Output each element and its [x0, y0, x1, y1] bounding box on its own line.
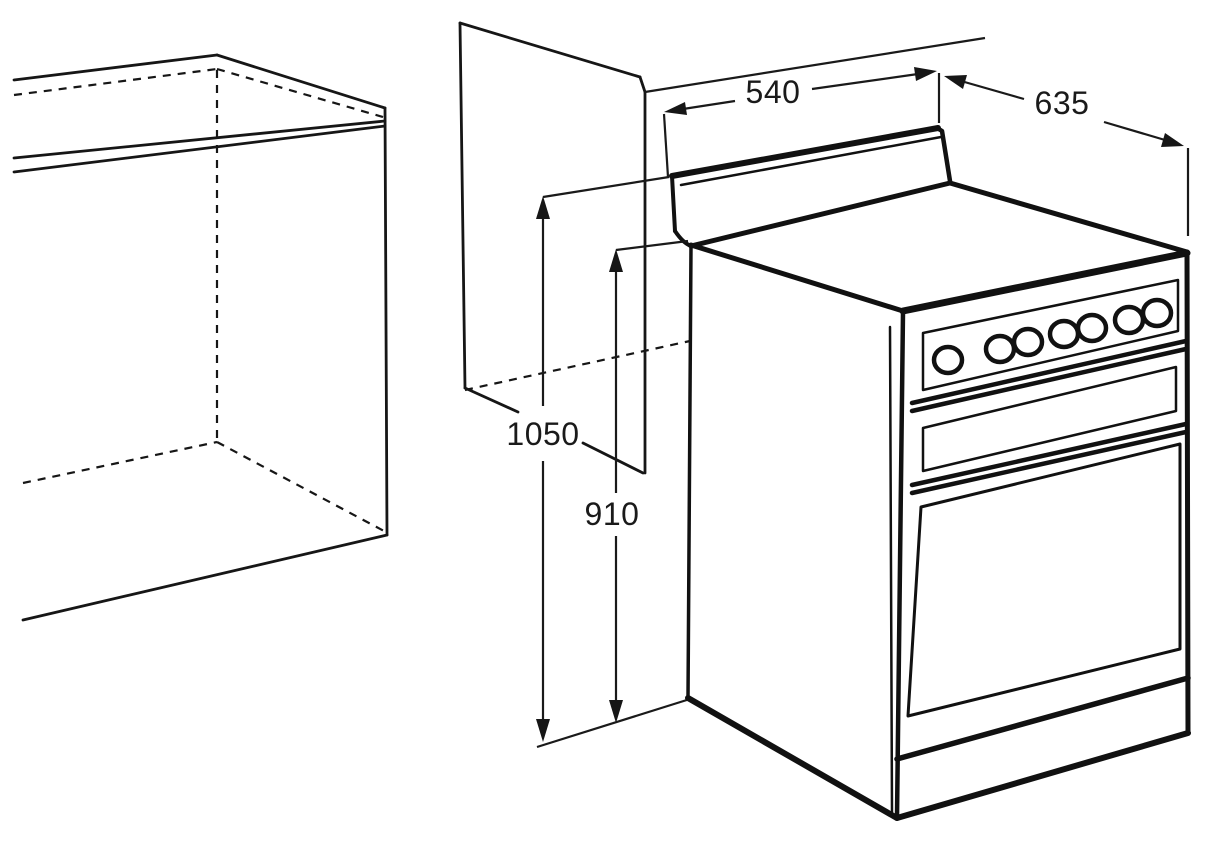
- dim-label-910: 910: [585, 496, 640, 532]
- arrowhead-down-icon: [609, 700, 623, 723]
- hob-back-edge: [688, 180, 953, 249]
- dim-label-1050: 1050: [506, 416, 579, 452]
- dim-line: [682, 99, 736, 111]
- control-panel-bottom-line: [909, 338, 1189, 406]
- front-right-edge: [1184, 250, 1191, 736]
- control-knob: [1112, 304, 1146, 336]
- front-bottom-edge: [894, 730, 1191, 821]
- control-knob: [931, 344, 965, 376]
- hidden-floor-right-edge: [216, 441, 385, 532]
- control-knob: [1140, 297, 1174, 329]
- side-panel: [458, 21, 691, 475]
- arrowhead-left-icon: [664, 102, 687, 115]
- oven-door-outline: [906, 442, 1182, 718]
- dimension-depth-635: 635: [944, 75, 1190, 236]
- hidden-back-left-edge: [13, 67, 218, 97]
- side-panel-bottom-edge-a: [463, 386, 520, 414]
- dim-label-540: 540: [746, 74, 801, 110]
- grill-bottom-line: [909, 421, 1189, 488]
- splashback-right-cap: [934, 125, 953, 184]
- hob-right-edge: [947, 180, 1190, 255]
- floor-line: [536, 697, 691, 749]
- grill-door-outline: [921, 365, 1178, 473]
- leader-line: [615, 239, 689, 252]
- dim-line: [960, 79, 1025, 101]
- splashback-top-edge: [669, 125, 941, 179]
- side-back-edge: [686, 244, 693, 700]
- front-face: [894, 250, 1191, 821]
- left-side-face: [685, 244, 906, 821]
- cabinet-bottom-front-edge: [21, 533, 389, 622]
- hidden-panel-base-edge: [464, 339, 691, 392]
- benchtop-thickness-edge: [12, 124, 387, 174]
- benchtop-back-left-edge: [12, 53, 219, 82]
- dimension-height-910: 910: [585, 239, 689, 723]
- arrowhead-up-icon: [609, 249, 623, 272]
- benchtop-back-right-edge: [215, 53, 387, 110]
- dim-label-635: 635: [1035, 85, 1090, 121]
- arrowhead-right-icon: [1161, 133, 1184, 147]
- benchtop-front-edge: [12, 119, 387, 160]
- bench-cutout-cabinet: [12, 53, 389, 622]
- extension-line: [662, 113, 670, 178]
- arrowhead-up-icon: [536, 196, 550, 219]
- side-panel-top-edge: [458, 21, 642, 79]
- leader-line: [542, 175, 670, 199]
- side-bottom-edge: [685, 695, 900, 821]
- oven-door-top-line: [909, 429, 1189, 496]
- control-panel-outline: [921, 278, 1180, 392]
- dimension-height-1050: 1050: [506, 175, 670, 742]
- hob-front-edge: [899, 249, 1191, 315]
- dim-line: [1103, 120, 1166, 142]
- control-knob: [983, 333, 1017, 365]
- splashback: [669, 125, 953, 248]
- arrowhead-left-icon: [944, 75, 967, 89]
- cabinet-right-edge: [383, 106, 389, 537]
- grill-door: [909, 346, 1189, 488]
- cooker: [669, 125, 1191, 821]
- hob-top: [688, 180, 1191, 315]
- splashback-left-cap: [670, 174, 677, 233]
- hob-left-edge: [688, 242, 906, 314]
- hidden-floor-left-edge: [22, 440, 218, 485]
- arrowhead-down-icon: [536, 719, 550, 742]
- corner-chamfer-line: [888, 325, 894, 814]
- control-knob: [1011, 326, 1045, 358]
- splashback-top-face-line: [679, 135, 943, 187]
- dim-line: [811, 72, 919, 91]
- side-panel-left-edge: [458, 21, 467, 390]
- wall-line: [644, 36, 986, 94]
- hidden-back-right-edge: [216, 67, 384, 119]
- control-knob: [1047, 318, 1081, 350]
- control-knob: [1075, 312, 1109, 344]
- grill-top-line: [909, 346, 1189, 414]
- arrowhead-right-icon: [914, 67, 937, 81]
- side-panel-bottom-edge-b: [581, 441, 645, 475]
- oven-door-bottom-line: [894, 675, 1191, 762]
- side-panel-top-cap: [638, 75, 647, 94]
- splashback-left-step: [673, 229, 693, 248]
- front-corner-edge: [894, 309, 906, 820]
- dimension-width-540: 540: [662, 67, 941, 178]
- oven-door: [894, 429, 1191, 762]
- control-panel: [909, 278, 1189, 406]
